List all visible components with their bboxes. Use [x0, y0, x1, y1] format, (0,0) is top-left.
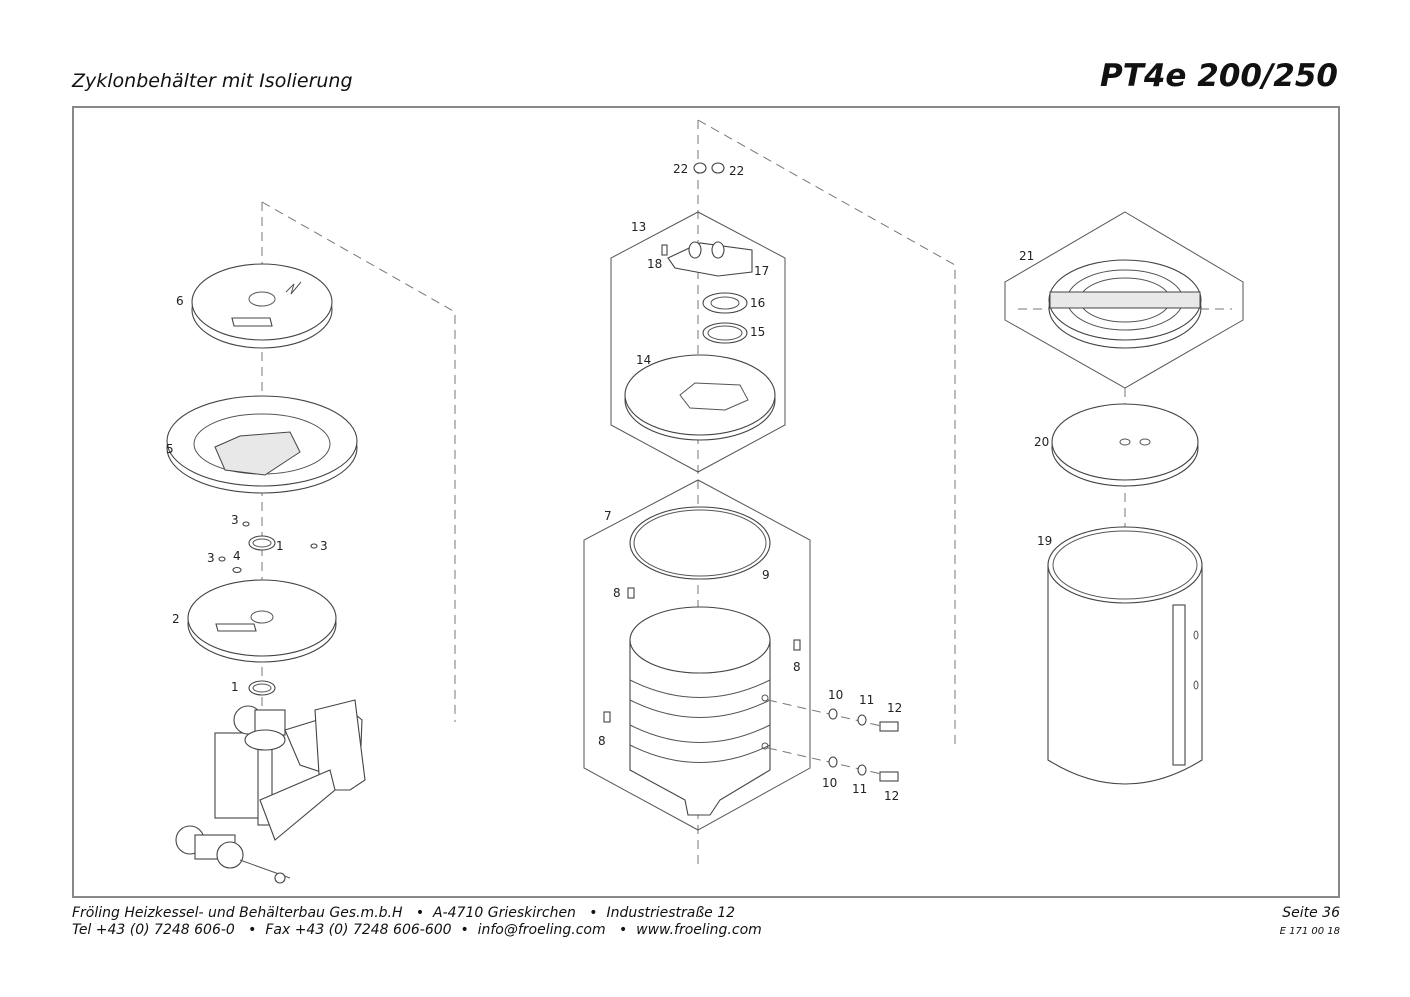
parts-15-16-rings: [702, 292, 748, 344]
callout-7: 7: [604, 509, 612, 523]
callout-21: 21: [1019, 249, 1034, 263]
part-8-clips: [603, 587, 801, 723]
part-1-lower-ring: [248, 680, 276, 696]
callout-1: 1: [231, 680, 239, 694]
part-7-cyclone-body: [629, 606, 771, 816]
callout-18: 18: [647, 257, 662, 271]
parts-10-11-12-fittings: [767, 699, 899, 782]
callout-22: 22: [673, 162, 688, 176]
callout-8: 8: [793, 660, 801, 674]
callout-9: 9: [762, 568, 770, 582]
callout-10: 10: [828, 688, 843, 702]
callout-15: 15: [750, 325, 765, 339]
page-number: Seite 36: [1282, 905, 1340, 921]
callout-3: 3: [231, 513, 239, 527]
callout-19: 19: [1037, 534, 1052, 548]
part-9-seal-ring: [629, 506, 771, 580]
callout-3: 3: [207, 551, 215, 565]
callout-3: 3: [320, 539, 328, 553]
callout-2: 2: [172, 612, 180, 626]
callout-labels: 6 5 3 1 3 4 3 2 1 22 22 13 18 17 16 15 1…: [166, 162, 1052, 803]
part-2-plate: [187, 579, 337, 663]
part-14-lid-plate: [624, 354, 776, 441]
model-designation: PT4e 200/250: [1100, 58, 1338, 94]
callout-11: 11: [859, 693, 874, 707]
part-20-insulation-disc: [1051, 403, 1199, 487]
callout-14: 14: [636, 353, 651, 367]
part-21-insulation-lid: [1018, 259, 1232, 349]
callout-10: 10: [822, 776, 837, 790]
callout-20: 20: [1034, 435, 1049, 449]
callout-1: 1: [276, 539, 284, 553]
callout-11: 11: [852, 782, 867, 796]
company-contact: Tel +43 (0) 7248 606-0 • Fax +43 (0) 724…: [72, 922, 762, 938]
callout-17: 17: [754, 264, 769, 278]
drive-unit: [175, 699, 366, 884]
callout-5: 5: [166, 442, 174, 456]
part-5-ring: [166, 395, 358, 494]
callout-13: 13: [631, 220, 646, 234]
callout-4: 4: [233, 549, 241, 563]
callout-22: 22: [729, 164, 744, 178]
part-22-clamps: [693, 162, 725, 174]
drawing-title: Zyklonbehälter mit Isolierung: [72, 70, 353, 92]
company-address: Fröling Heizkessel- und Behälterbau Ges.…: [72, 905, 736, 921]
parts-1-3-4-small: [218, 521, 318, 574]
callout-8: 8: [598, 734, 606, 748]
callout-8: 8: [613, 586, 621, 600]
callout-16: 16: [750, 296, 765, 310]
drawing-frame: [72, 106, 1340, 898]
document-code: E 171 00 18: [1279, 926, 1340, 937]
callout-6: 6: [176, 294, 184, 308]
part-17-cover-plate: [661, 241, 753, 277]
part-6-lid: [191, 263, 333, 349]
callout-12: 12: [887, 701, 902, 715]
part-19-insulation-jacket: [1047, 526, 1203, 785]
callout-12: 12: [884, 789, 899, 803]
